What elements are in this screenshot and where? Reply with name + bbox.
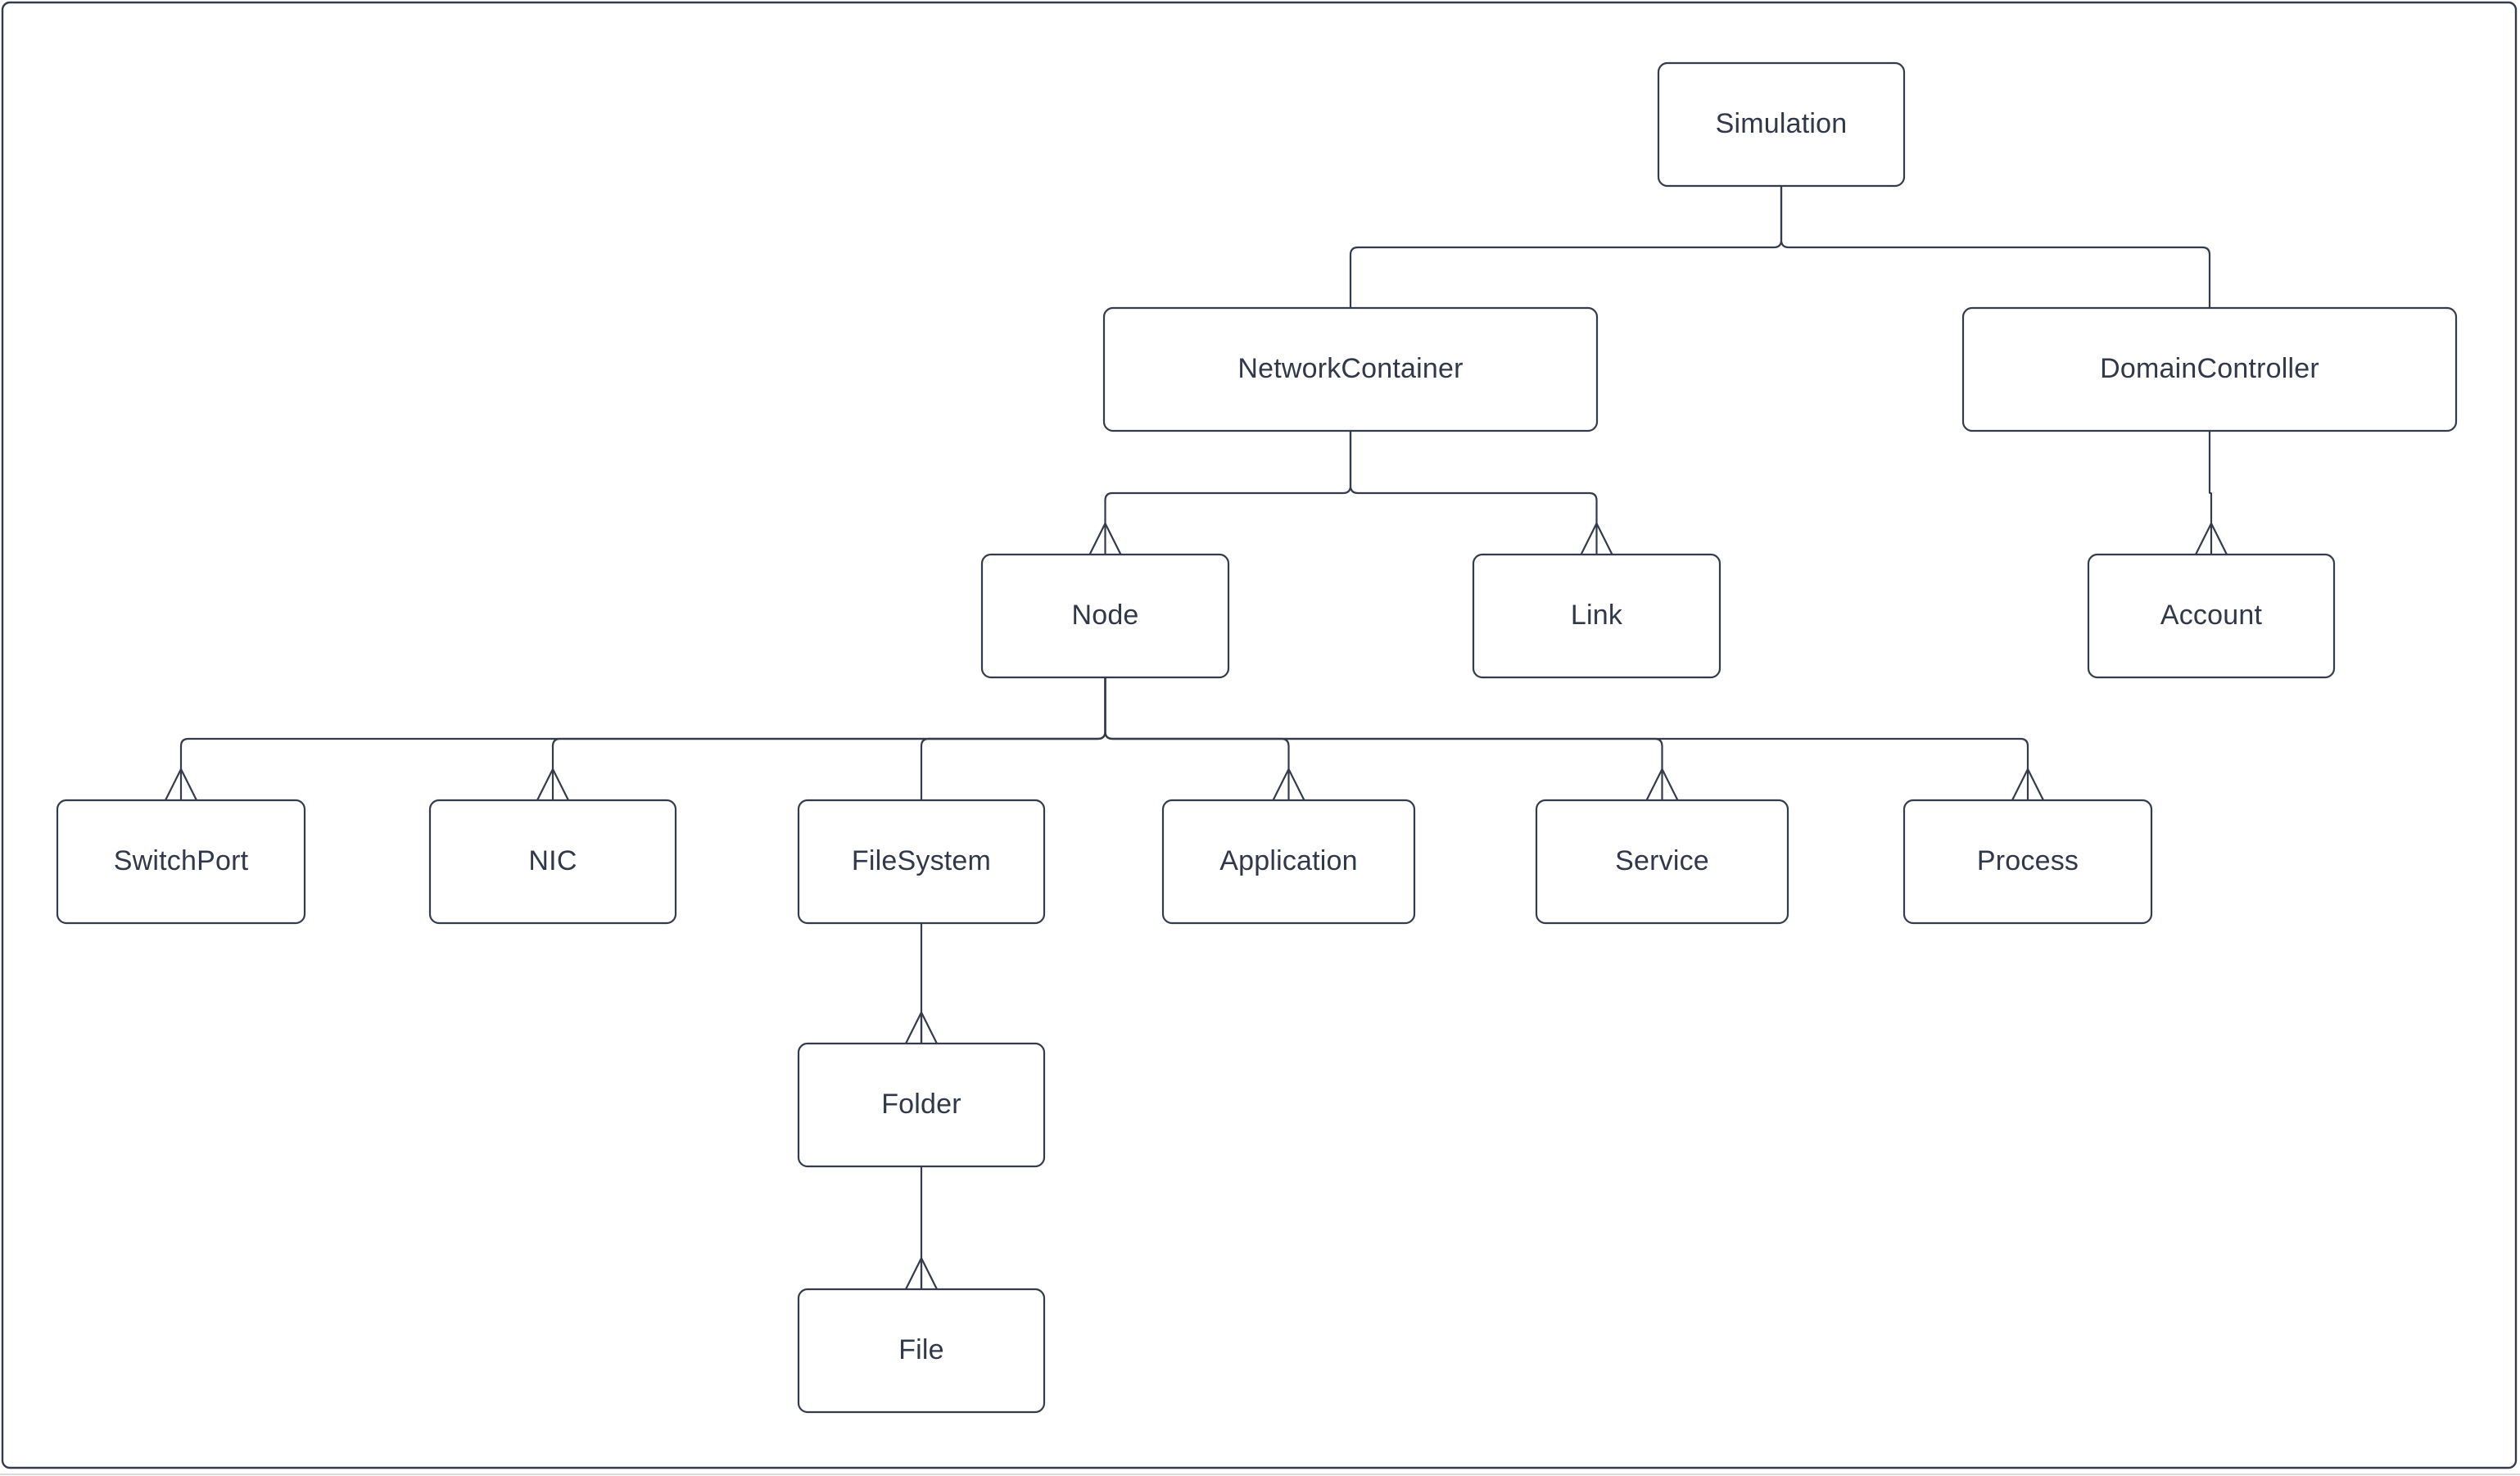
class-box-process[interactable]: Process (1904, 800, 2151, 923)
class-box-simulation[interactable]: Simulation (1658, 63, 1904, 186)
class-box-label-file: File (898, 1334, 944, 1365)
class-box-label-folder: Folder (881, 1089, 961, 1120)
class-box-label-domaincontroller: DomainController (2100, 353, 2319, 384)
class-box-label-service: Service (1615, 845, 1709, 876)
class-box-networkcontainer[interactable]: NetworkContainer (1104, 308, 1597, 431)
class-box-label-nic: NIC (528, 845, 577, 876)
class-box-label-account: Account (2160, 600, 2263, 631)
class-box-application[interactable]: Application (1163, 800, 1414, 923)
class-box-label-simulation: Simulation (1716, 108, 1848, 139)
class-box-label-node: Node (1071, 600, 1138, 631)
class-box-label-process: Process (1977, 845, 2079, 876)
class-box-link[interactable]: Link (1473, 555, 1720, 677)
class-box-label-filesystem: FileSystem (852, 845, 991, 876)
class-box-switchport[interactable]: SwitchPort (57, 800, 305, 923)
class-box-label-application: Application (1219, 845, 1358, 876)
class-box-service[interactable]: Service (1536, 800, 1788, 923)
class-box-filesystem[interactable]: FileSystem (799, 800, 1044, 923)
class-box-nic[interactable]: NIC (430, 800, 676, 923)
class-box-folder[interactable]: Folder (799, 1044, 1044, 1166)
class-box-label-switchport: SwitchPort (114, 845, 249, 876)
class-box-label-networkcontainer: NetworkContainer (1237, 353, 1463, 384)
class-box-node[interactable]: Node (982, 555, 1228, 677)
class-box-label-link: Link (1571, 600, 1623, 631)
class-box-file[interactable]: File (799, 1289, 1044, 1412)
class-box-domaincontroller[interactable]: DomainController (1963, 308, 2456, 431)
class-box-account[interactable]: Account (2088, 555, 2334, 677)
